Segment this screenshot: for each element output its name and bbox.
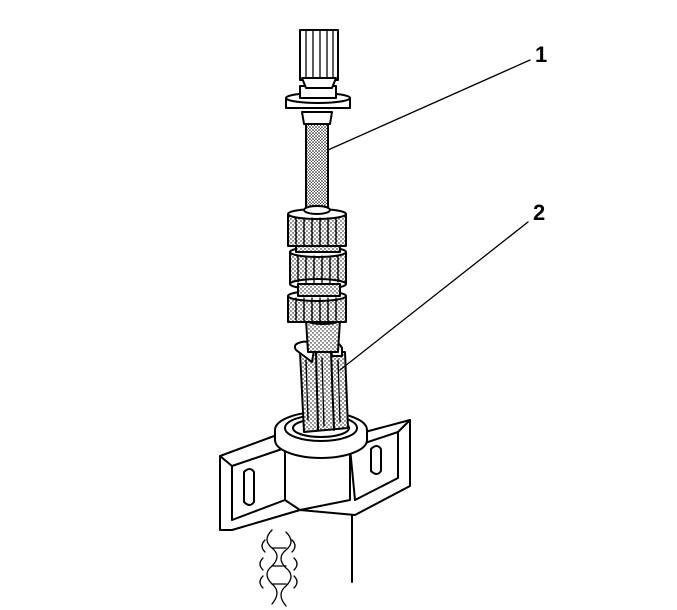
flange-washer <box>285 85 351 109</box>
upper-shaft <box>299 29 339 89</box>
leader-line-1 <box>327 59 531 151</box>
knurled-coupler <box>287 208 347 323</box>
callout-1: 1 <box>327 42 547 151</box>
collet-jaws <box>293 340 349 433</box>
callout-label-2: 2 <box>533 200 545 225</box>
leader-line-2 <box>339 221 529 371</box>
callout-label-1: 1 <box>535 42 547 67</box>
callout-2: 2 <box>339 200 545 371</box>
coil-spring <box>259 529 298 607</box>
threaded-rod <box>301 111 333 215</box>
mounting-bracket <box>219 419 411 531</box>
